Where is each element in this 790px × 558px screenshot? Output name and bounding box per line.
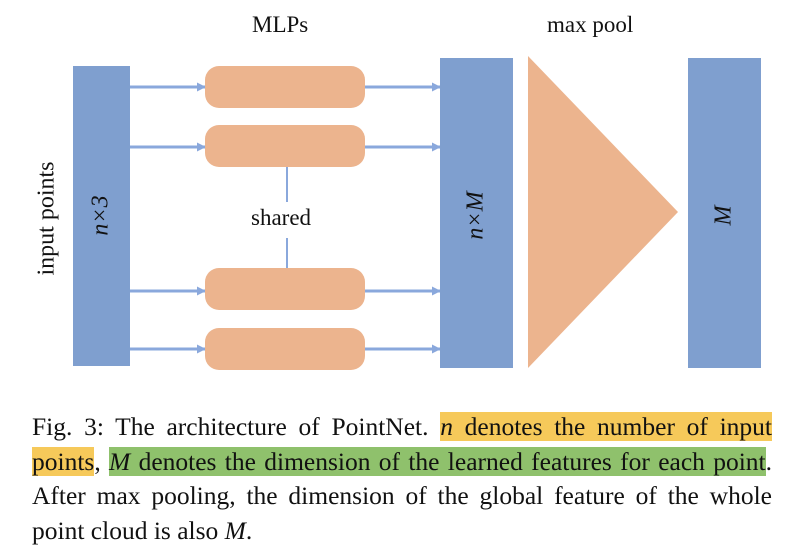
max-pool-triangle [528, 56, 678, 368]
feature-block-label: n×M [462, 191, 489, 240]
output-block-label: M [710, 205, 737, 226]
pointnet-diagram: MLPs max pool input points n×3 shared n×… [33, 12, 761, 370]
output-block [688, 58, 761, 368]
caption-m-var: M [109, 446, 131, 476]
caption-end: . [245, 515, 253, 545]
caption-prefix: Fig. 3: The architecture of PointNet. [32, 412, 441, 441]
caption-m-var2: M [224, 515, 246, 545]
caption-m-highlight: M denotes the dimension of the learned f… [109, 446, 766, 476]
input-points-label: input points [33, 161, 60, 276]
input-block-label: n×3 [87, 195, 114, 236]
caption-n-var: n [440, 412, 453, 441]
figure-caption: Fig. 3: The architecture of PointNet. n … [32, 410, 772, 548]
mlp-box [205, 268, 365, 310]
input-arrows [130, 82, 206, 354]
shared-label: shared [251, 205, 312, 230]
caption-m-text: denotes the dimension of the learned fea… [130, 446, 766, 476]
mlps-label: MLPs [252, 12, 309, 37]
caption-after: . After max pooling, the dimension of th… [32, 446, 772, 545]
feature-block [440, 58, 513, 368]
mlp-box [205, 328, 365, 370]
diagram-canvas [73, 56, 761, 370]
caption-n-text: denotes the number of input points [32, 412, 772, 476]
caption-comma: , [94, 446, 110, 476]
mlp-output-arrows [365, 82, 441, 354]
mlp-box [205, 125, 365, 167]
mlp-box [205, 66, 365, 108]
max-pool-label: max pool [547, 12, 634, 37]
input-block [73, 66, 130, 366]
